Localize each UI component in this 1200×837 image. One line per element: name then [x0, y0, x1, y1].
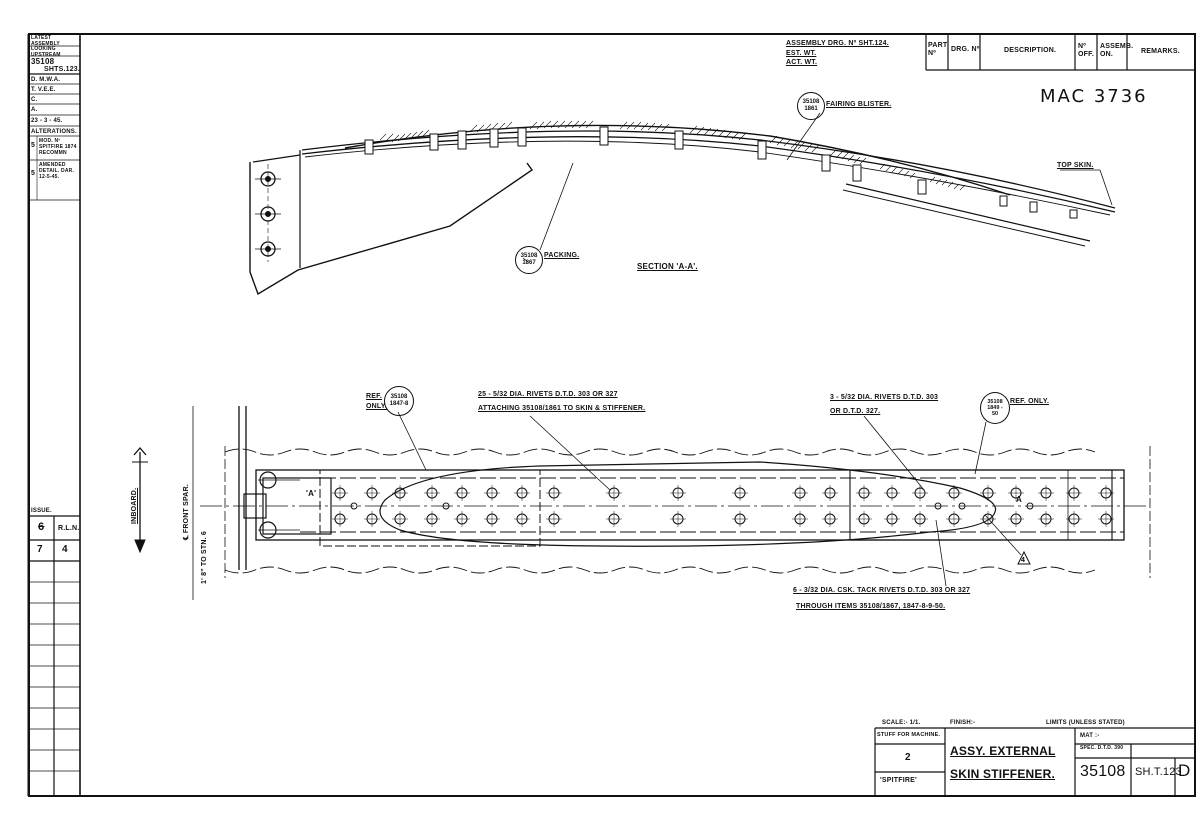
aircraft-label: 'SPITFIRE': [880, 777, 917, 784]
section-mark-right: A: [1016, 495, 1022, 504]
issue-row-value-2: 4: [62, 544, 68, 555]
rivet-note-1-line-2: ATTACHING 35108/1861 TO SKIN & STIFFENER…: [478, 405, 646, 412]
csk-rivet-note-line-1: 6 - 3/32 DIA. CSK. TACK RIVETS D.T.D. 30…: [793, 587, 971, 594]
packing-ref-part: 35108: [520, 253, 538, 260]
packing-ref-item: 1867: [522, 260, 536, 266]
ref-only-right-label: REF. ONLY.: [1010, 398, 1050, 405]
plan-leaders: [397, 411, 987, 587]
ref-only-left-label: REF. ONLY.: [366, 393, 387, 410]
initials-row-4: A.: [31, 107, 38, 113]
left-panel-header: LATEST ASSEMBLY LOOKING UPSTREAM: [31, 35, 61, 58]
section-mark-left: 'A': [306, 489, 317, 498]
packing-balloon: 35108 1867: [515, 246, 543, 274]
spec-label: SPEC. D.T.D. 390: [1080, 745, 1124, 751]
issue-struck: 6: [38, 521, 45, 533]
fairing-ref-item: 1861: [804, 106, 818, 112]
tack-rivet: [1026, 502, 1034, 510]
ref-left-item: 1847-8: [389, 401, 409, 407]
left-panel-drawing-no: 35108: [31, 57, 55, 66]
col-description: DESCRIPTION.: [1004, 47, 1057, 54]
title-line-1: ASSY. EXTERNAL: [950, 744, 1056, 758]
ref-right-item: 1849 -: [987, 404, 1003, 411]
col-no-off: Nº OFF.: [1078, 43, 1094, 59]
mat-label: MAT :-: [1080, 733, 1100, 739]
col-remarks: REMARKS.: [1141, 48, 1180, 55]
col-drg-no: DRG. Nº: [951, 46, 980, 53]
revision-triangle-marker: 4: [1021, 557, 1025, 564]
fairing-blister-label: FAIRING BLISTER.: [826, 101, 892, 108]
top-skin-label: TOP SKIN.: [1057, 162, 1094, 169]
stuff-for-machine-label: STUFF FOR MACHINE.: [877, 732, 941, 738]
ref-right-item-2: 50: [991, 411, 999, 418]
fairing-blister-balloon: 35108 1861: [797, 92, 825, 120]
limits-label: LIMITS (UNLESS STATED): [1046, 720, 1125, 726]
sheet-border: [28, 33, 1196, 797]
issue-label: ISSUE.: [31, 508, 52, 514]
sheet-number: SH.T.123: [1135, 766, 1182, 778]
tack-rivet: [934, 502, 942, 510]
alterations-label: ALTERATIONS.: [31, 129, 77, 135]
alteration-2-text: AMENDED DETAIL. DAR. 12-5-45.: [39, 162, 75, 180]
ref-right-balloon: 35108 1849 - 50: [980, 392, 1010, 424]
fairing-ref-part: 35108: [802, 99, 820, 106]
title-line-2: SKIN STIFFENER.: [950, 767, 1056, 781]
plan-view-linework: [132, 406, 1151, 600]
rln-label: R.L.N.: [58, 525, 80, 532]
finish-label: FINISH:-: [950, 720, 976, 726]
act-wt-label: ACT. WT.: [786, 59, 818, 66]
left-panel-date: 23 - 3 - 45.: [31, 118, 63, 124]
packing-label: PACKING.: [544, 252, 580, 259]
scale-label: SCALE:- 1/1.: [882, 720, 921, 726]
ref-left-balloon: 35108 1847-8: [384, 386, 414, 416]
est-wt-label: EST. WT.: [786, 50, 817, 57]
ref-left-part: 35108: [390, 394, 408, 401]
assembly-drawing-ref: ASSEMBLY DRG. Nº SHT.124.: [786, 40, 889, 47]
initials-row-3: C.: [31, 97, 38, 103]
ref-right-part: 35108: [987, 398, 1003, 405]
issue-letter: D: [1178, 761, 1191, 780]
left-panel-sheets: SHTS.123.: [44, 66, 81, 73]
alteration-1-no: 5: [31, 142, 36, 149]
quantity-value: 2: [905, 752, 911, 763]
rivet-note-2-line-1: 3 - 5/32 DIA. RIVETS D.T.D. 303: [830, 394, 939, 401]
tack-rivet: [350, 502, 358, 510]
drawing-number: 35108: [1080, 763, 1126, 780]
col-part-no: PART Nº: [928, 42, 948, 58]
rivet-note-1-line-1: 25 - 5/32 DIA. RIVETS D.T.D. 303 OR 327: [478, 391, 618, 398]
inboard-label: INBOARD.: [131, 487, 138, 524]
alteration-2-no: 5: [31, 170, 36, 177]
rivet-note-2-line-2: OR D.T.D. 327.: [830, 408, 881, 415]
mac-stamp: MAC 3736: [1040, 86, 1148, 107]
tack-rivet: [958, 502, 966, 510]
alteration-1-text: MOD. Nº SPITFIRE 1874 RECOMMN: [39, 138, 77, 156]
tack-rivet: [442, 502, 450, 510]
section-rivets: [364, 126, 1078, 219]
initials-row-1: D. M.W.A.: [31, 77, 61, 83]
initials-row-2: T. V.E.E.: [31, 87, 56, 93]
issue-row-value-1: 7: [37, 544, 43, 555]
col-assemb-on: ASSEMB. ON.: [1100, 43, 1134, 59]
front-spar-label: ℄ FRONT SPAR.: [183, 484, 190, 540]
plan-rivets: [332, 485, 1114, 527]
csk-rivet-note-line-2: THROUGH ITEMS 35108/1867, 1847-8-9-50.: [796, 603, 946, 610]
station-label: 1' 8" TO STN. 6: [201, 531, 208, 584]
section-aa-title: SECTION 'A-A'.: [637, 262, 698, 271]
